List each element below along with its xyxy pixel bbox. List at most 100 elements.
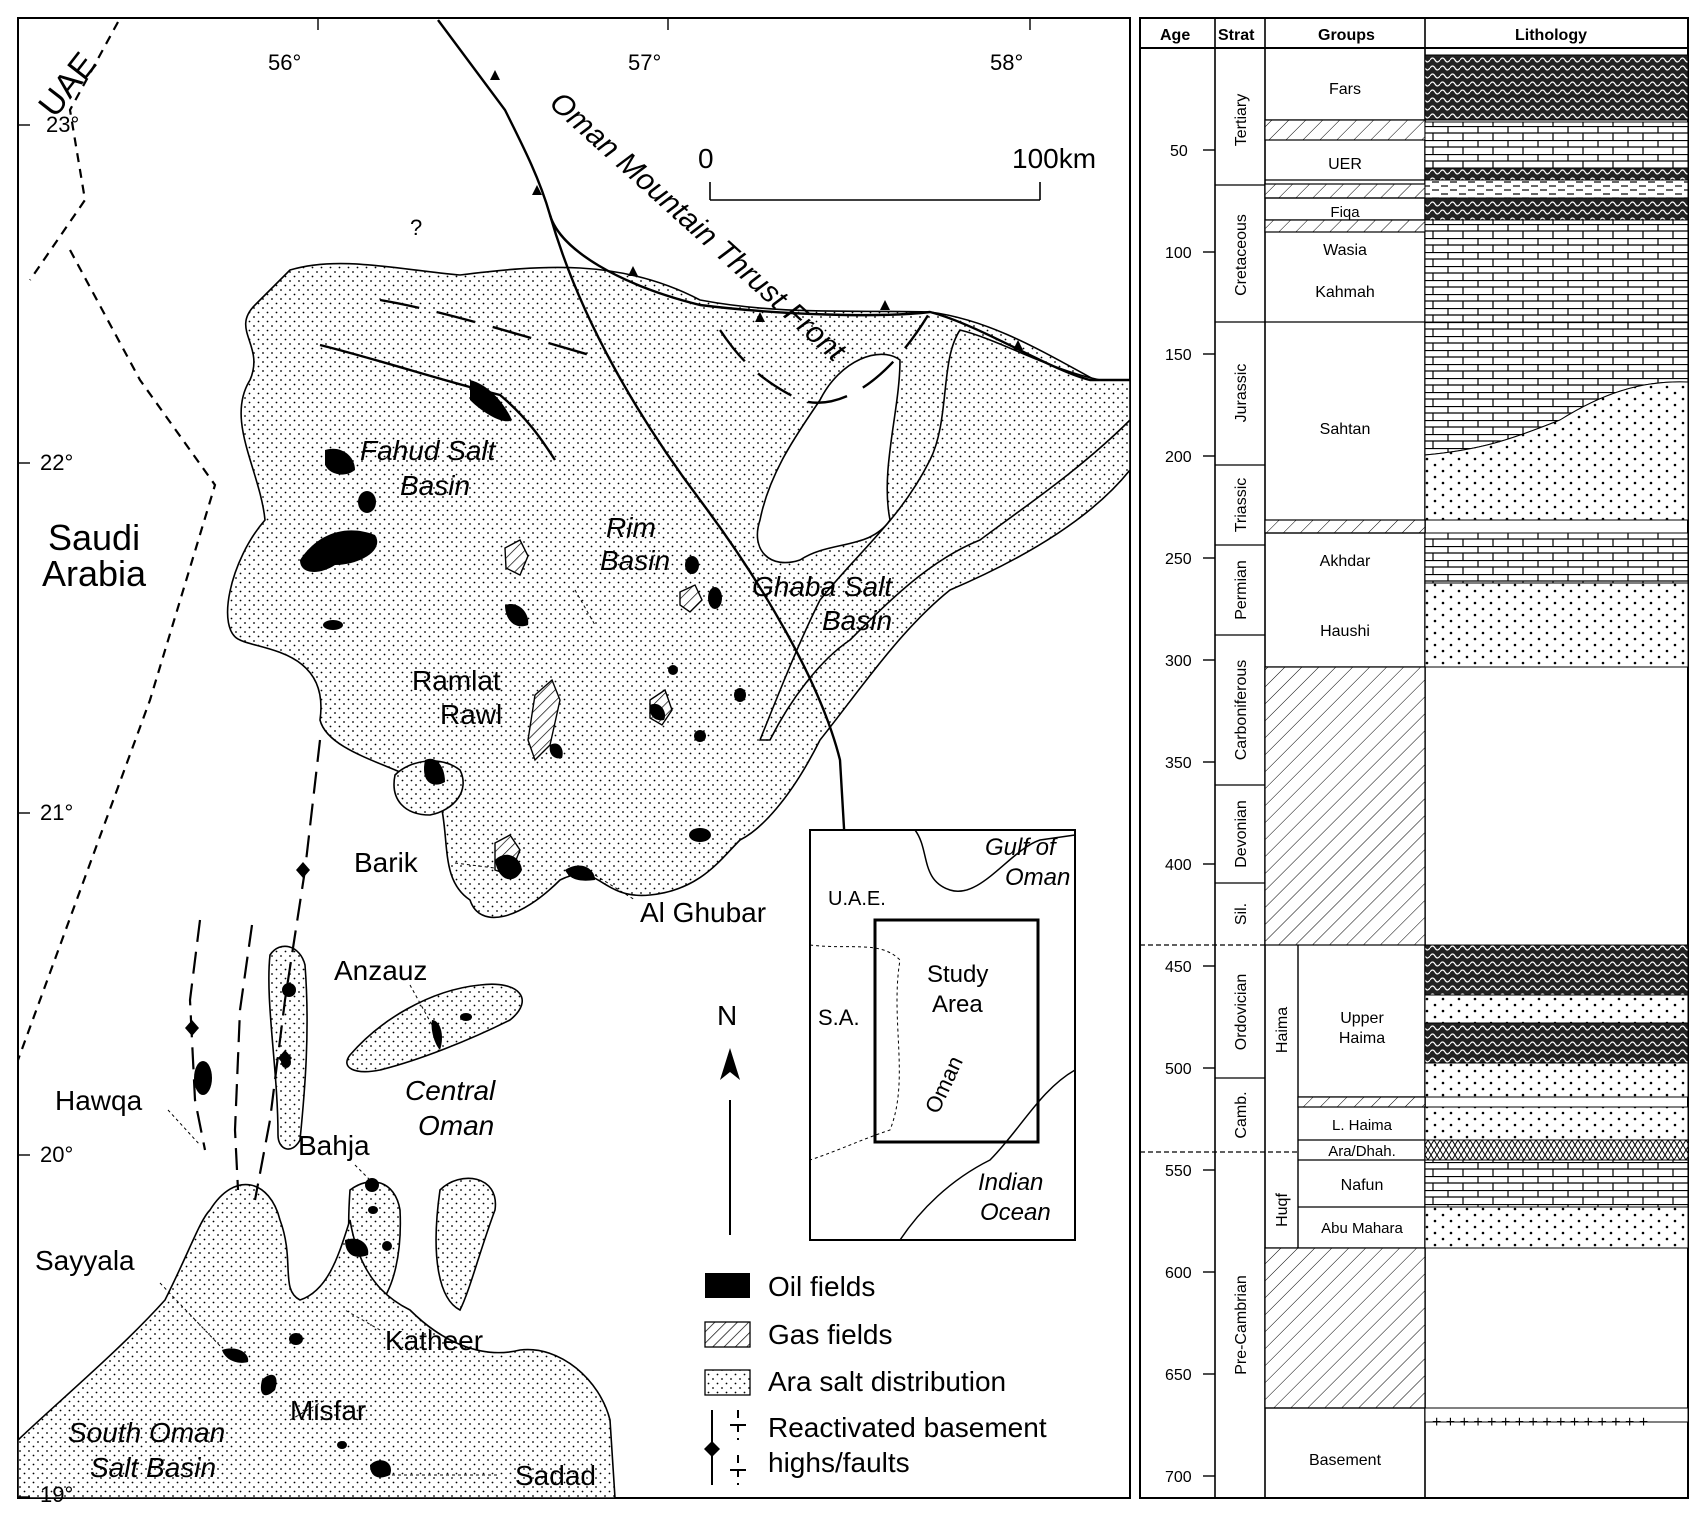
latitude-21: 21° [40, 800, 73, 825]
age-tick-label: 50 [1170, 143, 1188, 160]
thrust-teeth [490, 70, 1023, 350]
period-label: Pre-Cambrian [1233, 1275, 1250, 1375]
thrust-tooth [532, 185, 542, 195]
oil-field [668, 665, 678, 675]
header-groups: Groups [1318, 27, 1375, 44]
age-tick-label: 550 [1165, 1163, 1192, 1180]
scale-start: 0 [698, 143, 714, 174]
basin-ghaba-2: Basin [822, 605, 892, 636]
oil-field [685, 556, 699, 574]
latitude-20: 20° [40, 1142, 73, 1167]
age-tick-labels: 50 100 150 200 250 300 350 400 450 500 5… [1165, 143, 1192, 1486]
oil-field [282, 983, 296, 997]
group-label: Akhdar [1320, 553, 1371, 570]
litho-dark-band [1424, 197, 1689, 221]
litho-haushi [1424, 582, 1689, 668]
oil-field [337, 1441, 347, 1449]
inset-study-2: Area [932, 991, 983, 1018]
salt-area-ridge-strip [268, 945, 308, 1150]
field-misfar: Misfar [290, 1395, 366, 1426]
age-tick-label: 200 [1165, 449, 1192, 466]
scale-bar [709, 182, 1041, 201]
oil-field [300, 530, 378, 572]
legend-salt-swatch [704, 1369, 751, 1396]
supergroup-label: Haima [1274, 1007, 1291, 1053]
oil-field [345, 1238, 369, 1257]
inset-uae: U.A.E. [828, 888, 886, 910]
oil-field [689, 828, 711, 842]
oil-field [358, 491, 376, 513]
basin-central-1: Central [405, 1075, 496, 1106]
oil-field [424, 758, 445, 785]
basin-south-2: Salt Basin [90, 1452, 216, 1483]
litho-upper-haima-sand [1424, 994, 1689, 1024]
age-tick-label: 400 [1165, 857, 1192, 874]
period-boundaries [1140, 184, 1298, 1153]
group-label: Upper [1340, 1010, 1384, 1027]
basement-crosses: + + + + + + + + + + + + + + + + [1432, 1414, 1648, 1431]
oil-field [649, 703, 666, 721]
age-tick-label: 600 [1165, 1265, 1192, 1282]
age-tick-label: 250 [1165, 551, 1192, 568]
age-tick-label: 450 [1165, 959, 1192, 976]
thrust-tooth [490, 70, 500, 80]
basement-cross-symbols: + + + + + + + + + + + + + + + + [1432, 1414, 1648, 1431]
inset-border [809, 944, 901, 1161]
longitude-57: 57° [628, 50, 661, 75]
legend-salt-label: Ara salt distribution [768, 1366, 1006, 1397]
inset-gulf-1: Gulf of [985, 834, 1058, 861]
inset-coast [899, 1069, 1076, 1241]
age-ticks [1203, 149, 1215, 1477]
basement-faults [188, 739, 322, 1201]
saudi-border [16, 249, 217, 1061]
latitude-23: 23° [46, 112, 79, 137]
label-saudi-1: Saudi [48, 517, 140, 558]
litho-ara-dhah [1424, 1139, 1689, 1161]
oil-field [260, 1374, 277, 1396]
group-label: Haushi [1320, 623, 1370, 640]
litho-nafun [1424, 1159, 1689, 1208]
field-barik: Barik [354, 847, 419, 878]
leader-lines [159, 589, 636, 1476]
basement-diamond [278, 1050, 292, 1066]
oil-field [495, 854, 522, 880]
gas-field [504, 539, 529, 576]
basin-central-2: Oman [418, 1110, 494, 1141]
period-label: Sil. [1233, 903, 1250, 925]
age-tick-label: 300 [1165, 653, 1192, 670]
litho-shale [1424, 179, 1689, 199]
litho-wasia-kahmah [1424, 219, 1689, 323]
legend [704, 1273, 751, 1485]
field-katheer: Katheer [385, 1325, 483, 1356]
header-strat: Strat [1218, 27, 1255, 44]
longitude-58: 58° [990, 50, 1023, 75]
thrust-tooth [755, 312, 765, 322]
litho-upper-haima-sand [1424, 1062, 1689, 1098]
inset-coast [914, 829, 1076, 893]
group-boxes [1264, 119, 1426, 1409]
oil-field [289, 1333, 303, 1345]
inset-gulf-2: Oman [1005, 864, 1070, 891]
group-label: Nafun [1341, 1177, 1384, 1194]
field-sadad: Sadad [515, 1460, 596, 1491]
fault-line [548, 214, 847, 846]
oil-field [460, 1013, 472, 1021]
header-age: Age [1160, 27, 1190, 44]
inset-sa: S.A. [818, 1005, 860, 1030]
basement-fault [233, 924, 254, 1191]
basin-ghaba-1: Ghaba Salt [752, 571, 893, 602]
group-label: Ara/Dhah. [1328, 1143, 1396, 1160]
litho-abu-mahara [1424, 1206, 1689, 1249]
group-label: Abu Mahara [1321, 1220, 1403, 1237]
age-tick-label: 350 [1165, 755, 1192, 772]
thrust-tooth [1013, 340, 1023, 350]
thrust-front-line [437, 19, 1130, 382]
thrust-tooth [880, 300, 890, 310]
period-label: Camb. [1233, 1091, 1250, 1138]
group-label: Basement [1309, 1452, 1382, 1469]
legend-gas-label: Gas fields [768, 1319, 893, 1350]
oil-field [370, 1460, 391, 1478]
oil-field [708, 587, 722, 609]
group-label: Fars [1329, 81, 1361, 98]
legend-oil-swatch [705, 1273, 750, 1298]
